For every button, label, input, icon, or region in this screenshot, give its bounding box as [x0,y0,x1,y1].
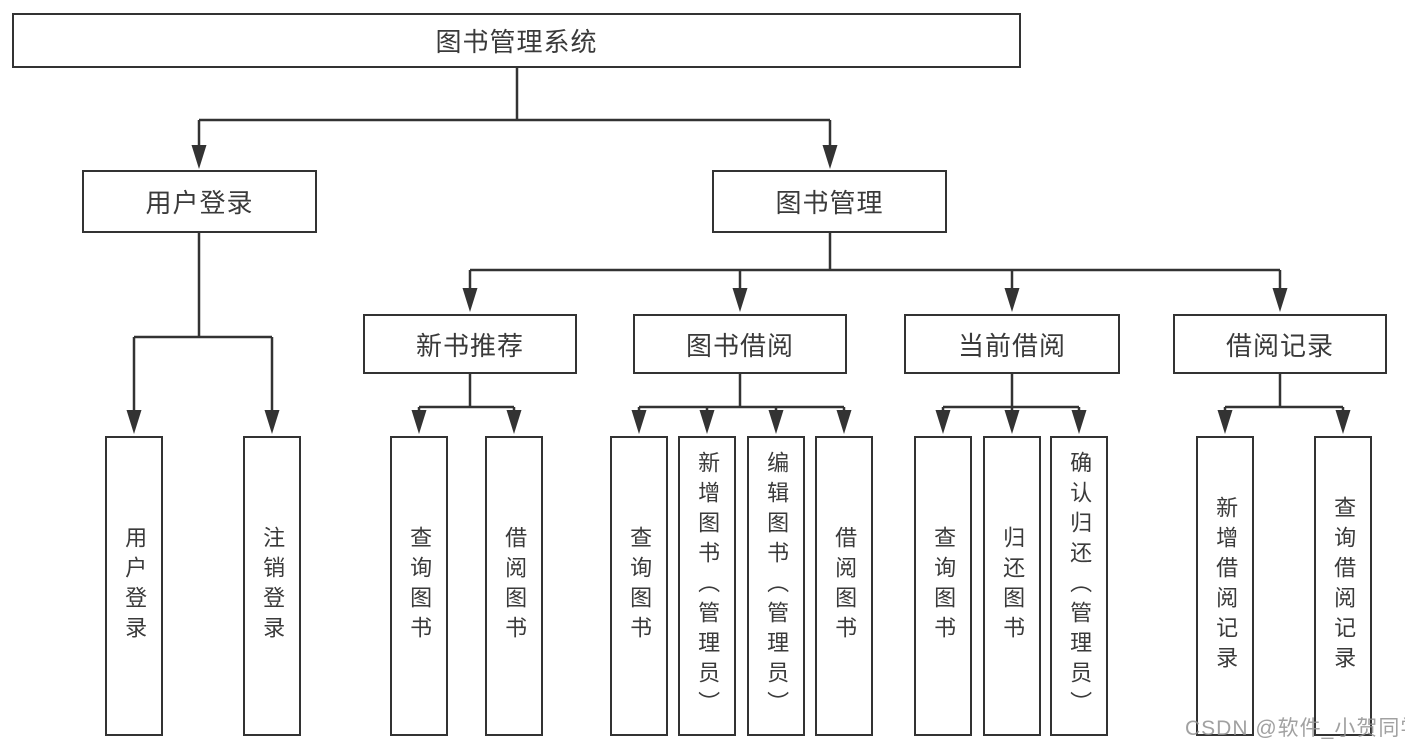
arrowhead [1004,288,1020,312]
node-label: 确认归还（管理员） [1067,451,1093,721]
node-current-borrow: 当前借阅 [904,314,1120,374]
connector-root [197,68,832,150]
arrowhead [732,288,748,312]
leaf-confirm-return-admin: 确认归还（管理员） [1050,436,1108,736]
arrowhead [411,410,427,434]
arrowhead [768,410,784,434]
node-label: 新书推荐 [415,330,524,361]
node-label: 新增借阅记录 [1213,496,1239,676]
node-label: 查询图书 [931,526,957,646]
node-label: 图书管理 [775,188,884,218]
arrowhead [935,410,951,434]
node-book-borrow: 图书借阅 [633,314,847,374]
node-new-book-recommend: 新书推荐 [363,314,577,374]
leaf-borrow-books: 借阅图书 [815,436,873,736]
arrowhead [191,145,207,169]
node-borrow-records: 借阅记录 [1173,314,1387,374]
node-label: 借阅图书 [502,526,528,646]
arrowhead [1071,410,1087,434]
connector-book-management [468,233,1282,292]
leaf-add-books-admin: 新增图书（管理员） [678,436,736,736]
leaf-query-books-current: 查询图书 [914,436,972,736]
arrowhead [264,410,280,434]
arrowhead [822,145,838,169]
arrowhead [1335,410,1351,434]
arrowhead [631,410,647,434]
node-label: 查询图书 [407,526,433,646]
leaf-query-borrow-record: 查询借阅记录 [1314,436,1372,736]
node-label: 图书管理系统 [435,27,598,57]
leaf-query-books-recommend: 查询图书 [390,436,448,736]
node-label: 图书借阅 [685,330,794,361]
leaf-borrow-books-recommend: 借阅图书 [485,436,543,736]
node-label: 用户登录 [145,188,254,218]
node-label: 注销登录 [260,526,286,646]
node-label: 查询图书 [627,526,653,646]
arrowhead [836,410,852,434]
connector-new-book-recommend [417,374,516,414]
leaf-return-books: 归还图书 [983,436,1041,736]
node-user-login: 用户登录 [82,170,317,233]
csdn-watermark: CSDN @软件_小贺同学 [1185,717,1405,740]
node-label: 查询借阅记录 [1331,496,1357,676]
node-label: 新增图书（管理员） [695,451,721,721]
node-label: 用户登录 [122,526,148,646]
node-label: 借阅图书 [832,526,858,646]
node-label: 归还图书 [1000,526,1026,646]
leaf-user-login: 用户登录 [105,436,163,736]
arrowhead [506,410,522,434]
arrowhead [1272,288,1288,312]
leaf-add-borrow-record: 新增借阅记录 [1196,436,1254,736]
arrowhead [1004,410,1020,434]
arrowheads [126,145,1351,434]
node-root-system: 图书管理系统 [12,13,1021,68]
connector-current-borrow [941,374,1081,414]
connector-borrow-records [1223,374,1345,414]
leaf-query-books-borrow: 查询图书 [610,436,668,736]
leaf-logout-login: 注销登录 [243,436,301,736]
node-book-management: 图书管理 [712,170,947,233]
node-label: 编辑图书（管理员） [764,451,790,721]
connector-book-borrow [637,374,846,414]
arrowhead [462,288,478,312]
arrowhead [699,410,715,434]
leaf-edit-books-admin: 编辑图书（管理员） [747,436,805,736]
arrowhead [126,410,142,434]
arrowhead [1217,410,1233,434]
node-label: 当前借阅 [957,330,1066,361]
connector-user-login [132,233,274,414]
node-label: 借阅记录 [1225,330,1334,361]
